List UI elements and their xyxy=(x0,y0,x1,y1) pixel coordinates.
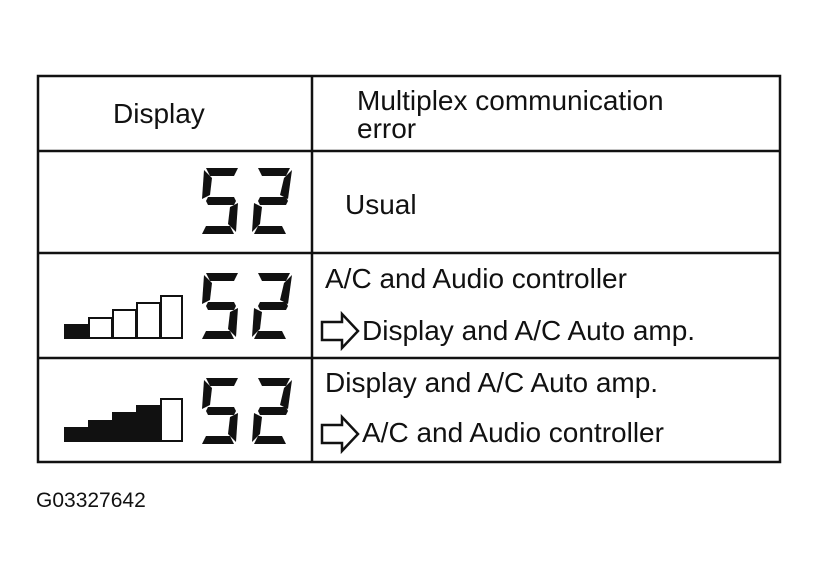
signal-bar-empty xyxy=(160,295,183,339)
table-frame xyxy=(36,74,782,464)
signal-bar-empty xyxy=(88,317,113,339)
signal-bar-empty xyxy=(136,302,161,339)
segment-f xyxy=(202,170,212,199)
segment-c xyxy=(228,413,238,442)
segment-b xyxy=(280,380,292,409)
segment-a xyxy=(206,273,238,281)
segment-c xyxy=(228,308,238,337)
right-arrow-outline-icon xyxy=(320,413,360,455)
row-2-segment-display xyxy=(202,273,292,339)
segment-a xyxy=(258,273,290,281)
signal-bar-filled xyxy=(88,420,113,442)
segment-g xyxy=(258,197,288,205)
row-1-error-text: Usual xyxy=(345,189,417,220)
signal-bar-filled xyxy=(136,405,161,442)
signal-bar-filled xyxy=(112,412,137,442)
segment-b xyxy=(280,275,292,304)
signal-bar-empty xyxy=(112,309,137,339)
row-3-signal-bars xyxy=(64,398,183,442)
segment-f xyxy=(202,275,212,304)
segment-d xyxy=(254,226,286,234)
row-2: A/C and Audio controller Display and A/C… xyxy=(64,263,695,352)
segment-e xyxy=(252,203,262,232)
row-3-error-line2: A/C and Audio controller xyxy=(362,417,664,448)
segment-a xyxy=(206,378,238,386)
row-2-error-line2: Display and A/C Auto amp. xyxy=(362,315,695,346)
segment-g xyxy=(206,407,236,415)
segment-e xyxy=(252,308,262,337)
seven-segment-digit-icon xyxy=(202,273,238,339)
segment-g xyxy=(258,302,288,310)
row-3-error-line1: Display and A/C Auto amp. xyxy=(325,367,658,398)
row-3: Display and A/C Auto amp. A/C and Audio … xyxy=(64,367,664,455)
seven-segment-digit-icon xyxy=(252,378,292,444)
segment-g xyxy=(258,407,288,415)
segment-d xyxy=(202,331,234,339)
header-error-line1: Multiplex communication xyxy=(357,85,664,116)
segment-f xyxy=(202,380,212,409)
row-1-segment-display xyxy=(202,168,292,234)
row-3-segment-display xyxy=(202,378,292,444)
signal-bar-empty xyxy=(160,398,183,442)
segment-g xyxy=(206,197,236,205)
row-1: Usual xyxy=(202,168,417,234)
seven-segment-digit-icon xyxy=(202,168,238,234)
segment-c xyxy=(228,203,238,232)
segment-a xyxy=(258,378,290,386)
figure-id: G03327642 xyxy=(36,489,146,512)
header-error-line2: error xyxy=(357,113,416,144)
signal-bar-filled xyxy=(64,427,89,442)
segment-e xyxy=(252,413,262,442)
table-border xyxy=(36,74,782,464)
seven-segment-digit-icon xyxy=(202,378,238,444)
segment-d xyxy=(202,436,234,444)
segment-a xyxy=(258,168,290,176)
segment-d xyxy=(254,436,286,444)
signal-bar-filled xyxy=(64,324,89,339)
segment-g xyxy=(206,302,236,310)
header-display: Display xyxy=(113,98,205,129)
segment-d xyxy=(202,226,234,234)
seven-segment-digit-icon xyxy=(252,168,292,234)
segment-d xyxy=(254,331,286,339)
right-arrow-outline-icon xyxy=(320,310,360,352)
row-2-signal-bars xyxy=(64,295,183,339)
row-2-error-line1: A/C and Audio controller xyxy=(325,263,627,294)
segment-b xyxy=(280,170,292,199)
seven-segment-digit-icon xyxy=(252,273,292,339)
segment-a xyxy=(206,168,238,176)
